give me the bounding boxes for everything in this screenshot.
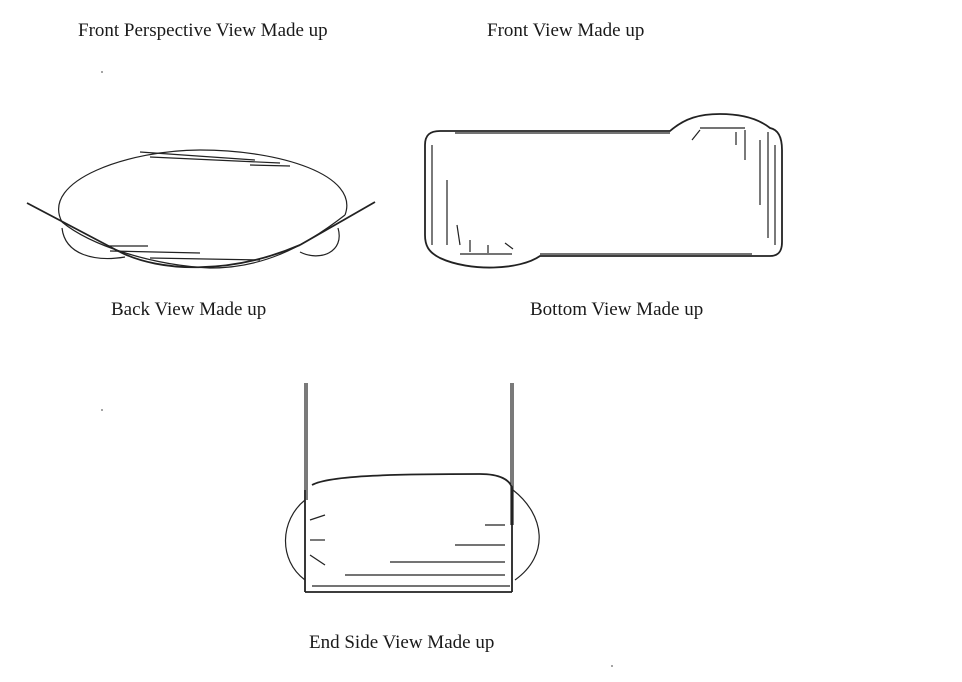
label-bottom-view: Bottom View Made up <box>530 299 704 320</box>
label-front-view: Front View Made up <box>487 20 645 41</box>
label-end-side-view: End Side View Made up <box>309 632 495 653</box>
end-side-view-drawing <box>284 383 540 593</box>
back-view-drawing <box>26 149 376 269</box>
label-front-perspective-view: Front Perspective View Made up <box>78 20 328 41</box>
bottom-view-drawing <box>424 113 783 269</box>
label-back-view: Back View Made up <box>111 299 267 320</box>
